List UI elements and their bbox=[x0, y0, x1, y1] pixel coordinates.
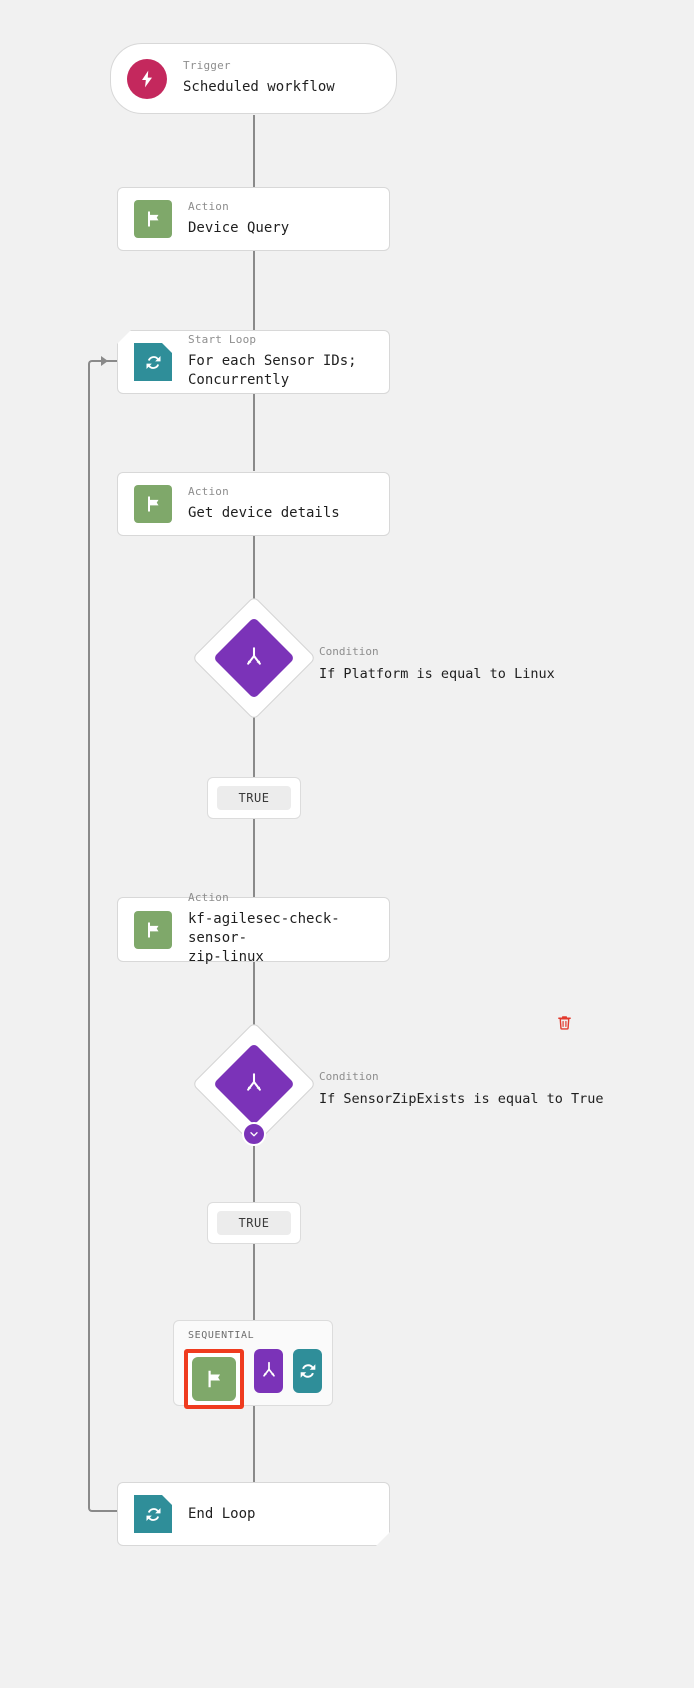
lightning-bolt-icon bbox=[127, 58, 167, 99]
condition-sensorzip-title: If SensorZipExists is equal to True bbox=[319, 1091, 604, 1107]
connector-trigger-to-device-query bbox=[253, 115, 255, 187]
node-action-get-device-details[interactable]: Action Get device details bbox=[117, 472, 390, 536]
node-action-device-query-kind: Action bbox=[188, 199, 229, 213]
flag-icon bbox=[192, 1357, 236, 1401]
trash-icon[interactable] bbox=[556, 1013, 573, 1032]
node-end-loop-title: End Loop bbox=[188, 1505, 256, 1522]
loop-refresh-icon bbox=[134, 343, 172, 381]
node-trigger-title: Scheduled workflow bbox=[183, 79, 335, 96]
node-condition-sensorzip[interactable] bbox=[191, 1021, 317, 1147]
branch-fork-icon bbox=[212, 616, 296, 700]
sequential-tile-loop[interactable] bbox=[293, 1349, 322, 1393]
branch-badge-true-1-label: TRUE bbox=[216, 786, 292, 810]
flag-icon bbox=[134, 200, 172, 238]
node-trigger-text: Trigger Scheduled workflow bbox=[183, 59, 335, 97]
sequential-tile-action-selected[interactable] bbox=[184, 1349, 244, 1409]
branch-fork-icon bbox=[212, 1042, 296, 1126]
connector-true-2-to-sequential bbox=[253, 1244, 255, 1320]
flag-icon bbox=[134, 910, 172, 949]
loop-refresh-icon bbox=[134, 1495, 172, 1533]
connector-start-loop-to-get-device bbox=[253, 394, 255, 471]
node-action-get-device-details-text: Action Get device details bbox=[188, 484, 340, 523]
sequential-group[interactable]: SEQUENTIAL bbox=[173, 1320, 333, 1409]
branch-badge-true-2[interactable]: TRUE bbox=[207, 1202, 301, 1244]
connector-condition-2-to-true-2 bbox=[253, 1128, 255, 1202]
loop-refresh-icon bbox=[300, 1364, 315, 1378]
flag-icon bbox=[134, 485, 172, 523]
condition-diamond bbox=[191, 1021, 317, 1147]
condition-platform-kind: Condition bbox=[319, 645, 379, 658]
chevron-down-icon[interactable] bbox=[242, 1122, 266, 1146]
node-action-check-sensor-zip-kind: Action bbox=[188, 891, 229, 905]
connector-get-device-to-condition-1 bbox=[253, 536, 255, 615]
connector-sequential-to-end-loop bbox=[253, 1406, 255, 1482]
sequential-tiles bbox=[184, 1349, 322, 1409]
node-end-loop[interactable]: End Loop bbox=[117, 1482, 390, 1546]
node-start-loop-text: Start Loop For each Sensor IDs; Concurre… bbox=[188, 333, 357, 390]
connector-loop-back bbox=[88, 360, 118, 1512]
node-trigger[interactable]: Trigger Scheduled workflow bbox=[110, 43, 397, 114]
connector-action-to-condition-2 bbox=[253, 962, 255, 1041]
condition-platform-title: If Platform is equal to Linux bbox=[319, 666, 555, 682]
condition-platform-label: Condition If Platform is equal to Linux bbox=[319, 645, 555, 682]
branch-fork-icon bbox=[262, 1361, 275, 1377]
sequential-group-label: SEQUENTIAL bbox=[188, 1330, 255, 1341]
condition-sensorzip-label: Condition If SensorZipExists is equal to… bbox=[319, 1070, 603, 1107]
node-action-check-sensor-zip-title: kf-agilesec-check-sensor- zip-linux bbox=[188, 911, 340, 965]
node-action-get-device-details-title: Get device details bbox=[188, 504, 340, 521]
node-action-device-query[interactable]: Action Device Query bbox=[117, 187, 390, 251]
node-start-loop[interactable]: Start Loop For each Sensor IDs; Concurre… bbox=[117, 330, 390, 394]
node-action-check-sensor-zip[interactable]: Action kf-agilesec-check-sensor- zip-lin… bbox=[117, 892, 390, 965]
sequential-tile-condition[interactable] bbox=[254, 1349, 283, 1393]
node-start-loop-title: For each Sensor IDs; Concurrently bbox=[188, 353, 357, 389]
connector-condition-1-to-true-1 bbox=[253, 702, 255, 778]
node-action-device-query-title: Device Query bbox=[188, 219, 290, 236]
loop-back-arrowhead bbox=[101, 356, 108, 366]
connector-true-1-to-action bbox=[253, 819, 255, 897]
node-action-device-query-text: Action Device Query bbox=[188, 199, 290, 238]
node-action-check-sensor-zip-text: Action kf-agilesec-check-sensor- zip-lin… bbox=[188, 892, 373, 967]
condition-diamond bbox=[191, 595, 317, 721]
node-condition-platform[interactable] bbox=[191, 595, 317, 721]
node-trigger-kind: Trigger bbox=[183, 59, 231, 72]
node-start-loop-kind: Start Loop bbox=[188, 333, 257, 347]
branch-badge-true-1[interactable]: TRUE bbox=[207, 777, 301, 819]
condition-sensorzip-kind: Condition bbox=[319, 1070, 379, 1083]
connector-device-query-to-start-loop bbox=[253, 251, 255, 330]
node-action-get-device-details-kind: Action bbox=[188, 484, 229, 498]
node-end-loop-text: End Loop bbox=[188, 1505, 255, 1524]
branch-badge-true-2-label: TRUE bbox=[216, 1211, 292, 1235]
